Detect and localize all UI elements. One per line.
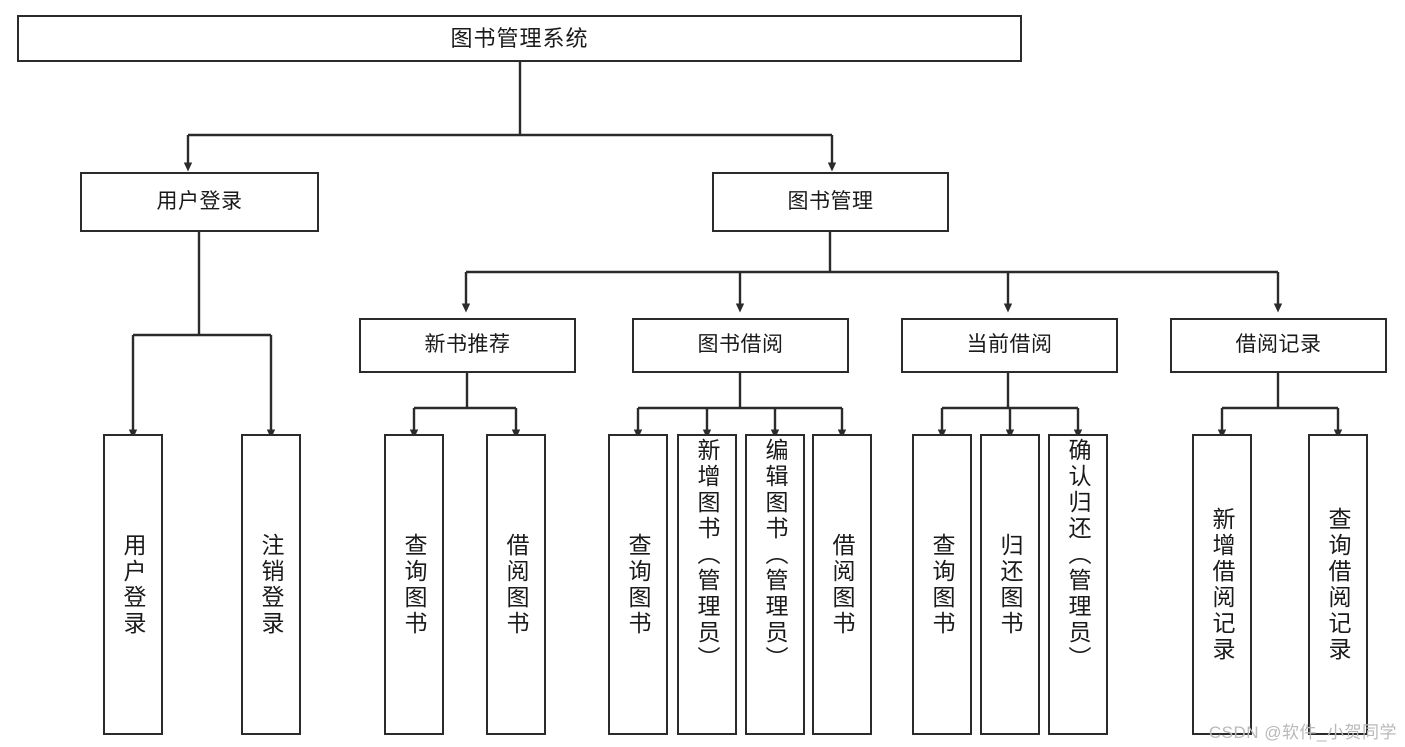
leaf-borrow-query-book[interactable]: 查询图书 [608,434,668,735]
node-book-management[interactable]: 图书管理 [712,172,949,232]
csdn-watermark: CSDN @软件_小贺同学 [1208,723,1397,742]
node-label: 图书借阅 [697,333,784,357]
node-label: 查询图书 [401,532,428,637]
leaf-add-borrow-record[interactable]: 新增借阅记录 [1192,434,1252,735]
node-label: 编辑图书（管理员） [762,438,789,672]
leaf-borrow-book[interactable]: 借阅图书 [812,434,872,735]
node-label: 借阅图书 [829,532,856,637]
node-label: 借阅记录 [1235,333,1322,357]
node-label: 借阅图书 [503,532,530,637]
node-label: 用户登录 [156,189,243,213]
leaf-logout-login[interactable]: 注销登录 [241,434,301,735]
node-label: 确认归还（管理员） [1065,438,1092,672]
node-label: 查询图书 [625,532,652,637]
leaf-confirm-return-admin[interactable]: 确认归还（管理员） [1048,434,1108,735]
leaf-return-book[interactable]: 归还图书 [980,434,1040,735]
node-label: 查询借阅记录 [1325,506,1352,663]
node-label: 新增图书（管理员） [694,438,721,672]
node-label: 归还图书 [997,532,1024,637]
node-user-login[interactable]: 用户登录 [80,172,319,232]
leaf-add-book-admin[interactable]: 新增图书（管理员） [677,434,737,735]
node-book-borrowing[interactable]: 图书借阅 [632,318,849,373]
node-label: 图书管理 [787,189,874,213]
node-borrowing-record[interactable]: 借阅记录 [1170,318,1387,373]
leaf-current-query-book[interactable]: 查询图书 [912,434,972,735]
leaf-new-book-query-book[interactable]: 查询图书 [384,434,444,735]
node-label: 当前借阅 [966,333,1053,357]
node-label: 注销登录 [258,532,285,637]
node-root-book-management-system[interactable]: 图书管理系统 [17,15,1022,62]
node-label: 用户登录 [120,532,147,637]
node-label: 新书推荐 [424,333,511,357]
node-new-book-recommendation[interactable]: 新书推荐 [359,318,576,373]
leaf-query-borrow-record[interactable]: 查询借阅记录 [1308,434,1368,735]
node-label: 新增借阅记录 [1209,506,1236,663]
node-label: 查询图书 [929,532,956,637]
leaf-user-login[interactable]: 用户登录 [103,434,163,735]
node-label: 图书管理系统 [450,25,589,51]
leaf-new-book-borrow-book[interactable]: 借阅图书 [486,434,546,735]
node-current-borrowing[interactable]: 当前借阅 [901,318,1118,373]
leaf-edit-book-admin[interactable]: 编辑图书（管理员） [745,434,805,735]
